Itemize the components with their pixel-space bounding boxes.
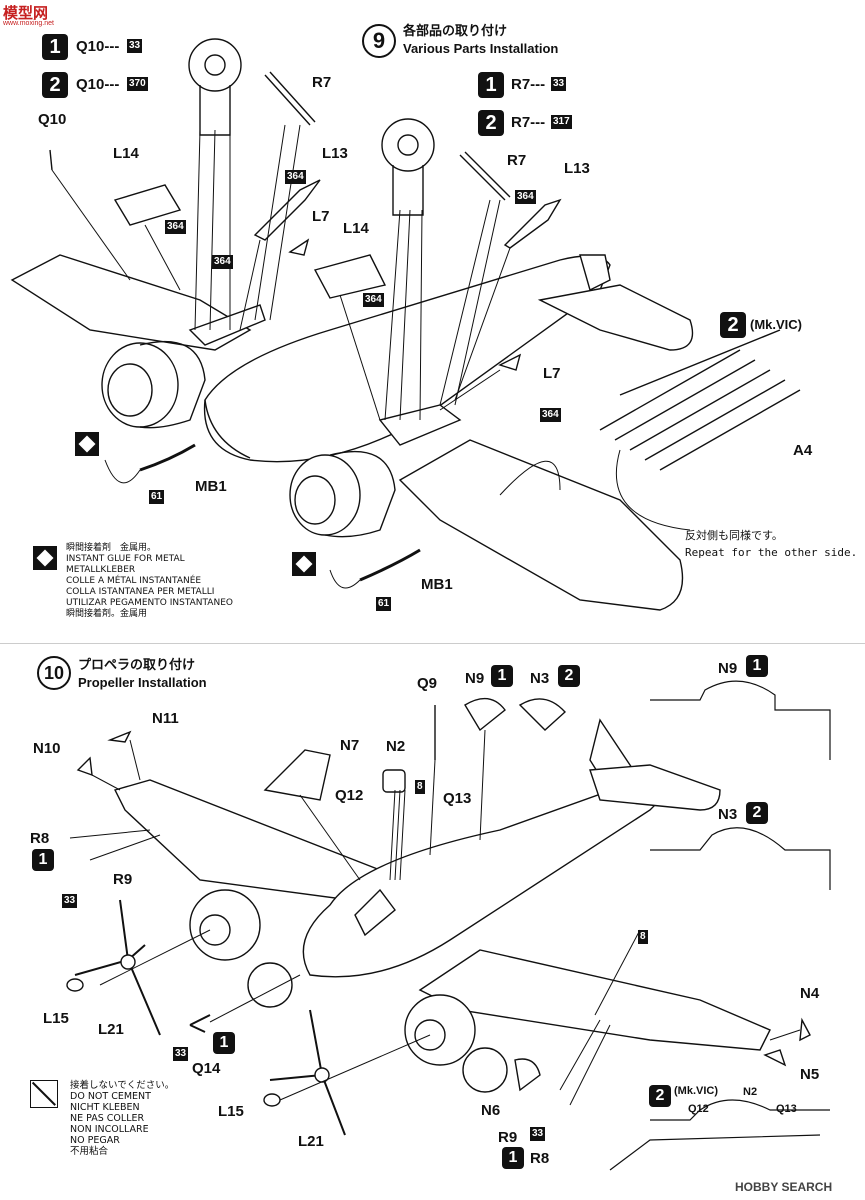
label-mb1a: MB1 bbox=[195, 478, 227, 495]
label-q12-inset: Q12 bbox=[688, 1103, 709, 1115]
watermark-logo-sub: www.moxing.net bbox=[3, 20, 54, 27]
step10-number: 10 bbox=[37, 656, 71, 690]
badge-364-6: 364 bbox=[540, 408, 561, 422]
label-q14: Q14 bbox=[192, 1060, 221, 1077]
label-q10: Q10 bbox=[38, 111, 67, 128]
instant-glue-legend-icon bbox=[33, 546, 57, 570]
label-l14a: L14 bbox=[113, 145, 139, 162]
n3-variant-2-icon: 2 bbox=[558, 665, 580, 687]
label-n11: N11 bbox=[152, 710, 179, 727]
badge-61b: 61 bbox=[376, 597, 392, 611]
badge-33c: 33 bbox=[530, 1127, 546, 1141]
label-l13a: L13 bbox=[322, 145, 348, 162]
mk-vic-inset-label: (Mk.VIC) bbox=[674, 1085, 718, 1097]
label-n7: N7 bbox=[340, 737, 360, 754]
label-l21b: L21 bbox=[298, 1133, 324, 1150]
repeat-note-en: Repeat for the other side. bbox=[685, 546, 858, 559]
badge-33a: 33 bbox=[62, 894, 78, 908]
badge-8b: 8 bbox=[638, 930, 648, 944]
mk-inset-variant-2-icon: 2 bbox=[649, 1085, 671, 1107]
no-cement-icon bbox=[30, 1080, 58, 1108]
var1-badge: 33 bbox=[127, 39, 143, 53]
label-r8: R8 bbox=[30, 830, 50, 847]
label-n2-inset: N2 bbox=[743, 1086, 758, 1098]
n9-inset-variant-1-icon: 1 bbox=[746, 655, 768, 677]
badge-364-4: 364 bbox=[363, 293, 384, 307]
right-variant-2-icon: 2 bbox=[478, 110, 504, 136]
badge-364-1: 364 bbox=[165, 220, 186, 234]
label-l7b: L7 bbox=[543, 365, 561, 382]
instant-glue-icon bbox=[75, 432, 99, 456]
instant-glue-icon-2 bbox=[292, 552, 316, 576]
label-q13-inset: Q13 bbox=[776, 1103, 797, 1115]
label-l7a: L7 bbox=[312, 208, 330, 225]
divider bbox=[0, 643, 865, 644]
badge-8a: 8 bbox=[415, 780, 425, 794]
label-n6: N6 bbox=[481, 1102, 501, 1119]
right-var2-parts: R7--- bbox=[511, 114, 546, 131]
n9-variant-1-icon: 1 bbox=[491, 665, 513, 687]
repeat-note-jp: 反対側も同様です。 bbox=[685, 529, 783, 542]
label-mb1b: MB1 bbox=[421, 576, 453, 593]
mk-vic-label: (Mk.VIC) bbox=[750, 317, 802, 332]
label-n10: N10 bbox=[33, 740, 61, 757]
variant-2-icon: 2 bbox=[42, 72, 68, 98]
step9-title-en: Various Parts Installation bbox=[403, 41, 559, 56]
r8-variant-1-icon: 1 bbox=[32, 849, 54, 871]
var2-badge: 370 bbox=[127, 77, 148, 91]
label-q9: Q9 bbox=[417, 675, 438, 692]
variant-2-mk-icon: 2 bbox=[720, 312, 746, 338]
label-l21a: L21 bbox=[98, 1021, 124, 1038]
label-l15a: L15 bbox=[43, 1010, 69, 1027]
step10-title-en: Propeller Installation bbox=[78, 675, 207, 690]
label-l13b: L13 bbox=[564, 160, 590, 177]
right-var2-badge: 317 bbox=[551, 115, 572, 129]
label-n9-inset: N9 bbox=[718, 660, 738, 677]
q14-variant-1-icon: 1 bbox=[213, 1032, 235, 1054]
badge-364-3: 364 bbox=[285, 170, 306, 184]
label-a4: A4 bbox=[793, 442, 813, 459]
label-l14b: L14 bbox=[343, 220, 369, 237]
label-n4: N4 bbox=[800, 985, 820, 1002]
watermark-logo: 模型网 bbox=[3, 5, 49, 22]
var1-parts: Q10--- bbox=[76, 38, 120, 55]
var2-parts: Q10--- bbox=[76, 76, 120, 93]
label-n9: N9 bbox=[465, 670, 485, 687]
badge-364-2: 364 bbox=[212, 255, 233, 269]
label-r7b: R7 bbox=[507, 152, 527, 169]
label-n3: N3 bbox=[530, 670, 550, 687]
n3-inset-variant-2-icon: 2 bbox=[746, 802, 768, 824]
label-r8b: R8 bbox=[530, 1150, 550, 1167]
label-r9b: R9 bbox=[498, 1129, 518, 1146]
instant-glue-legend-text: 瞬間接着剤 金属用。 INSTANT GLUE FOR METAL METALL… bbox=[66, 543, 233, 619]
r8b-variant-1-icon: 1 bbox=[502, 1147, 524, 1169]
watermark-hobby-search: HOBBY SEARCH bbox=[735, 1180, 833, 1194]
right-variant-1-icon: 1 bbox=[478, 72, 504, 98]
badge-33b: 33 bbox=[173, 1047, 189, 1061]
badge-364-5: 364 bbox=[515, 190, 536, 204]
right-var1-parts: R7--- bbox=[511, 76, 546, 93]
label-r9: R9 bbox=[113, 871, 133, 888]
label-r7a: R7 bbox=[312, 74, 332, 91]
variant-1-icon: 1 bbox=[42, 34, 68, 60]
label-n3-inset: N3 bbox=[718, 806, 738, 823]
label-q13: Q13 bbox=[443, 790, 472, 807]
label-n5: N5 bbox=[800, 1066, 820, 1083]
step10-title-jp: プロペラの取り付け bbox=[78, 657, 196, 672]
label-l15b: L15 bbox=[218, 1103, 244, 1120]
step9-number: 9 bbox=[362, 24, 396, 58]
step9-title-jp: 各部品の取り付け bbox=[403, 23, 508, 38]
label-q12: Q12 bbox=[335, 787, 364, 804]
right-var1-badge: 33 bbox=[551, 77, 567, 91]
badge-61a: 61 bbox=[149, 490, 165, 504]
no-cement-text: 接着しないでください。 DO NOT CEMENT NICHT KLEBEN N… bbox=[70, 1080, 175, 1157]
label-n2: N2 bbox=[386, 738, 406, 755]
